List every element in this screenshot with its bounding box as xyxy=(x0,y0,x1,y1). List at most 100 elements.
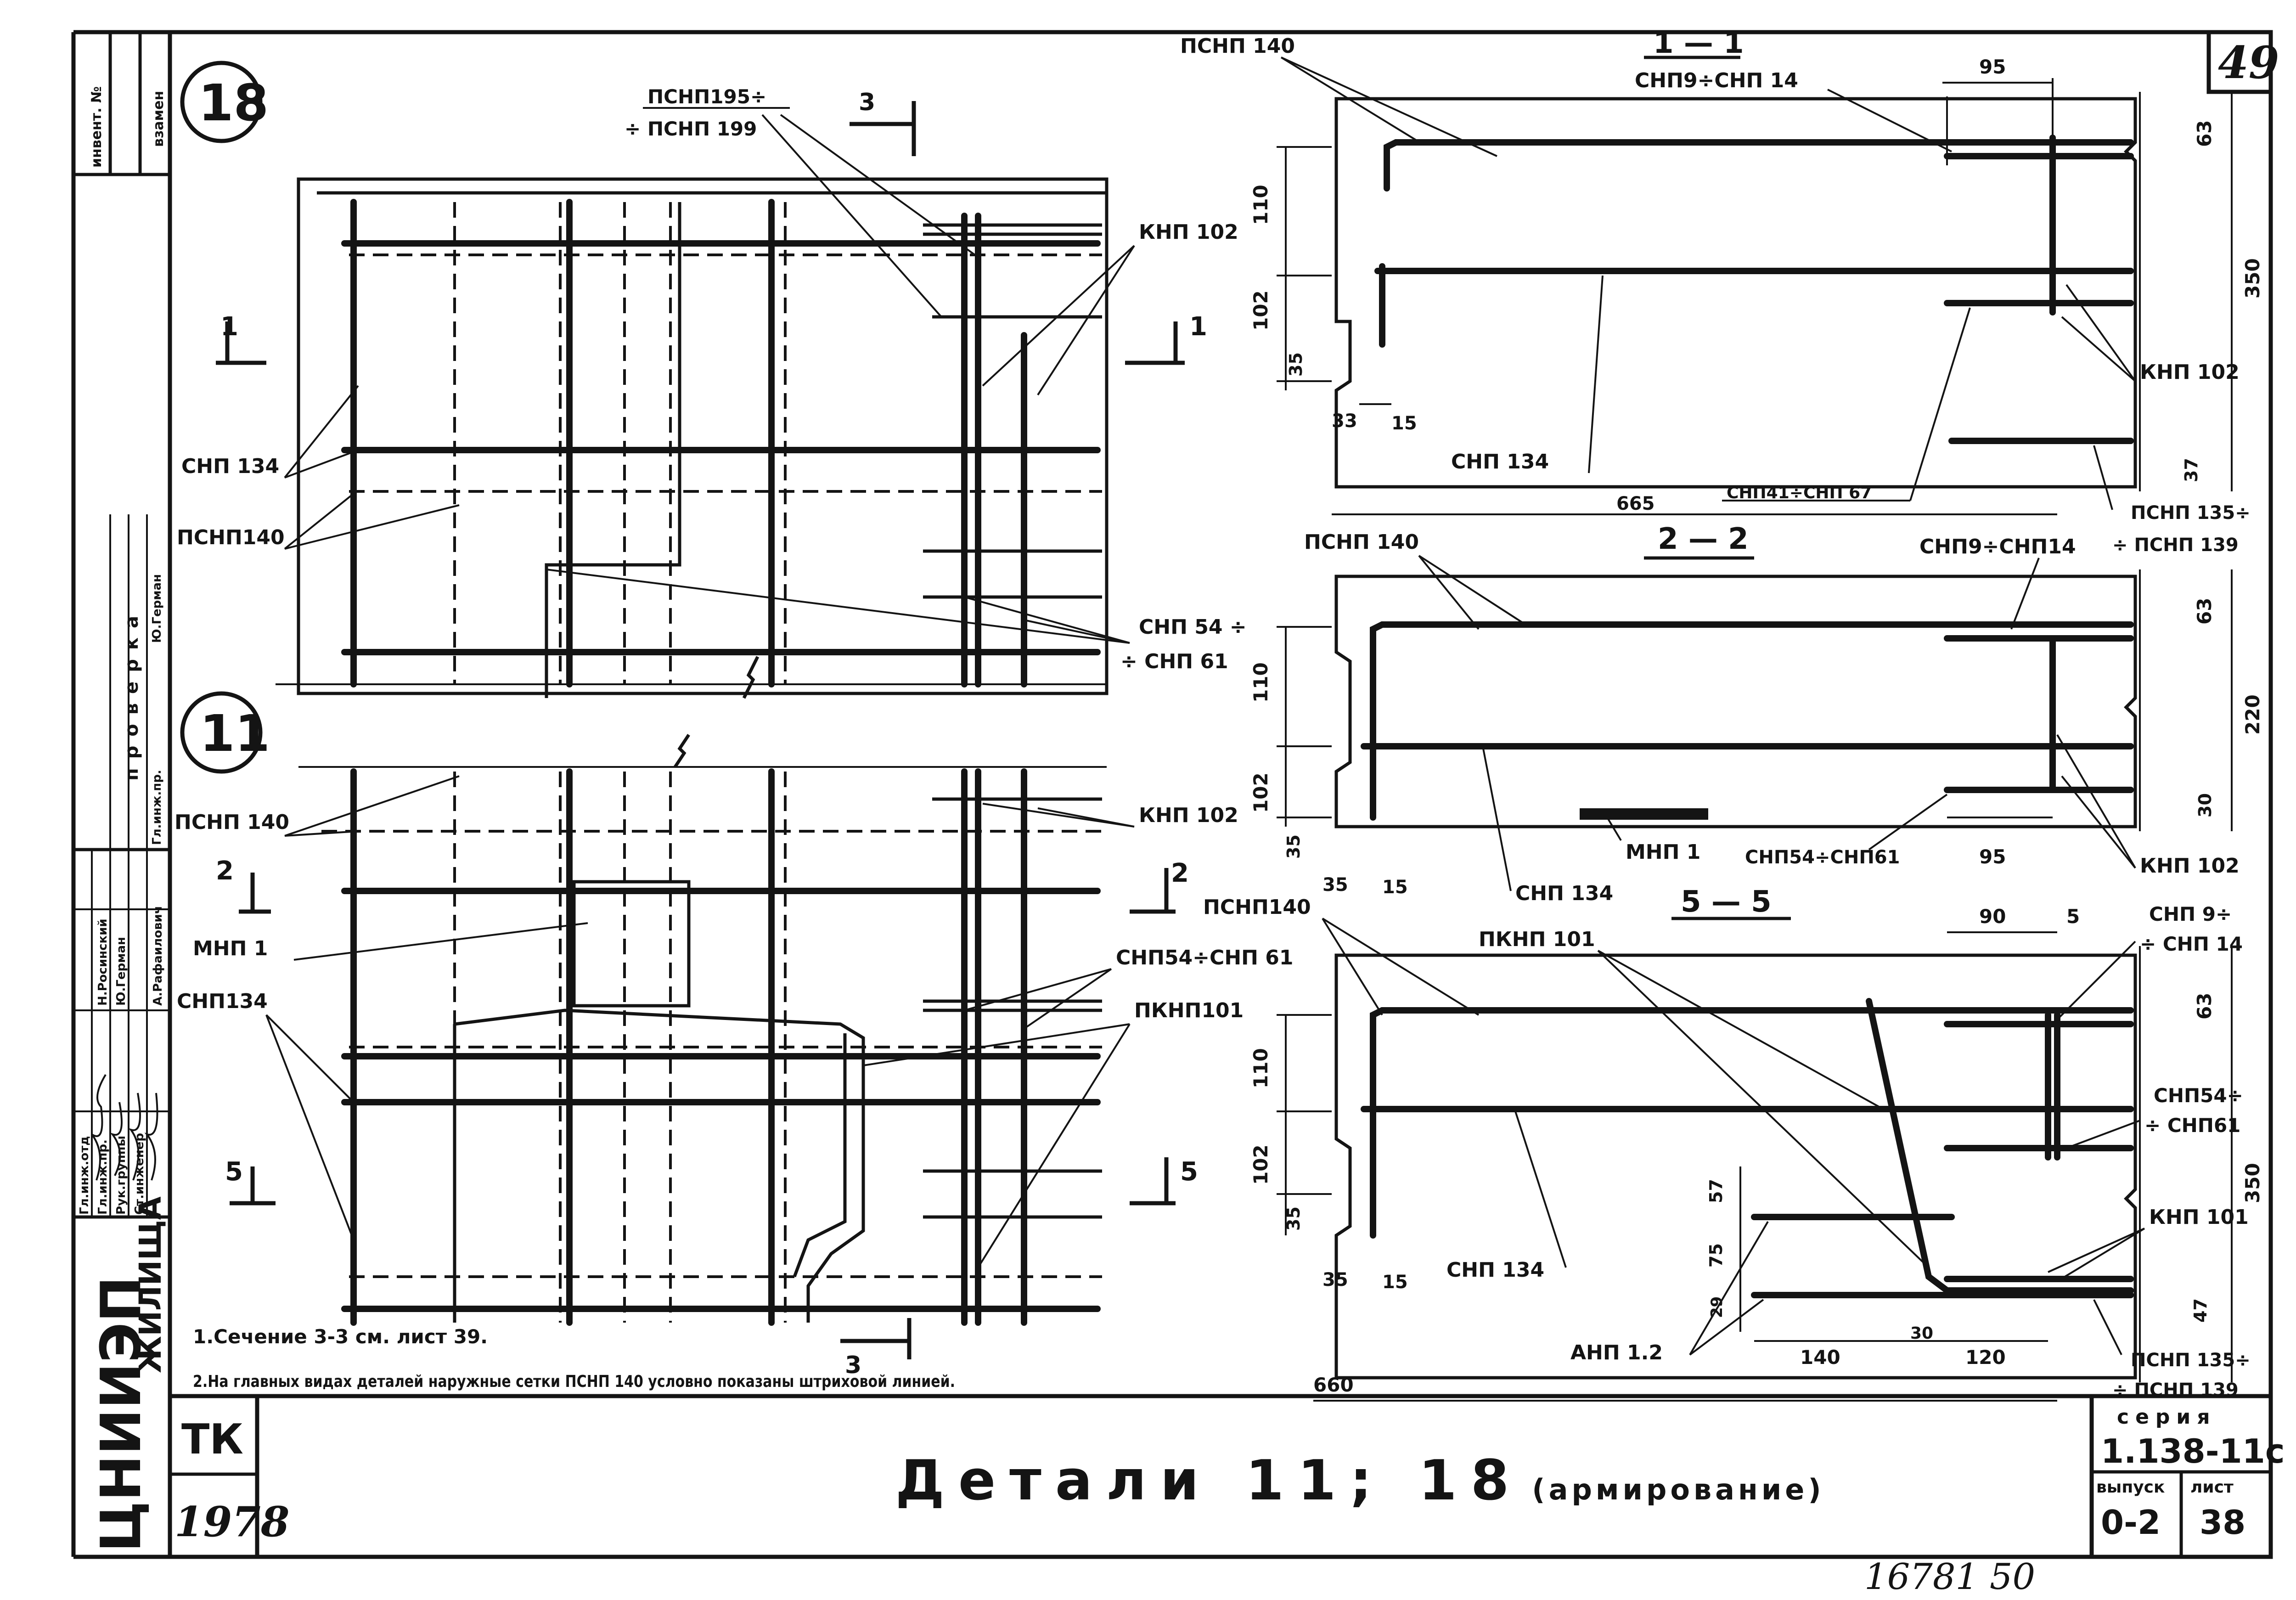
s11-dim-15: 15 xyxy=(1391,413,1417,434)
s55-dim-29: 29 xyxy=(1708,1296,1726,1318)
detail-18-number: 18 xyxy=(198,73,269,132)
s55-dim-47: 47 xyxy=(2190,1298,2211,1323)
list-label: лист xyxy=(2190,1478,2234,1497)
s55-dim-660: 660 xyxy=(1313,1374,1354,1396)
label-psnp195: ПСНП195÷ xyxy=(647,85,766,108)
s55-dim-35: 35 xyxy=(1283,1206,1304,1231)
label-snp134-b: СНП134 xyxy=(177,990,268,1013)
signature-3 xyxy=(128,1093,141,1181)
s55-dim-30: 30 xyxy=(1910,1324,1933,1343)
s11-label-knp102: КНП 102 xyxy=(2140,361,2240,384)
label-psnp140-a: ПСНП140 xyxy=(177,526,285,549)
s55-dim-110: 110 xyxy=(1249,1048,1272,1088)
section-5-left-label: 5 xyxy=(225,1157,243,1187)
s22-label-snp9-14: СНП9÷СНП14 xyxy=(1919,535,2076,558)
s55-title: 5 — 5 xyxy=(1681,885,1772,919)
s22-dim-220: 220 xyxy=(2241,694,2264,735)
stamp-role-1: Гл.инж.отд xyxy=(78,1136,91,1215)
detail-11-number: 11 xyxy=(200,704,270,763)
s55-dim-15: 15 xyxy=(1382,1272,1408,1293)
s22-label-snp134: СНП 134 xyxy=(1515,882,1613,905)
s11-dim-35: 35 xyxy=(1286,352,1306,377)
label-pknp101-a: ПКНП101 xyxy=(1134,999,1244,1022)
s11-dim-63: 63 xyxy=(2193,120,2216,147)
label-knp102-b: КНП 102 xyxy=(1139,804,1238,827)
s55-dim-102: 102 xyxy=(1249,1144,1272,1185)
org-sub: ЖИЛИЩА xyxy=(133,1196,168,1373)
s11-dim-95: 95 xyxy=(1979,56,2006,78)
title-code: ТК xyxy=(181,1415,243,1464)
side-stamp: инвент. № взамен проверка Гл.инж.пр. Ю.Г… xyxy=(73,32,170,1219)
s11-label-psnp139: ÷ ПСНП 139 xyxy=(2112,535,2239,556)
s22-label-mnp1: МНП 1 xyxy=(1626,840,1700,864)
signature-2 xyxy=(110,1102,123,1176)
s11-dim-665: 665 xyxy=(1616,493,1655,514)
s55-label-snp134: СНП 134 xyxy=(1446,1258,1544,1282)
s55-dim-5: 5 xyxy=(2066,905,2080,928)
detail-11-view: 11 ПСНП 140 КНП 102 2 xyxy=(174,691,1294,1391)
s22-label-snp54-61: СНП54÷СНП61 xyxy=(1745,847,1900,868)
s55-outline xyxy=(1334,953,2137,1380)
label-mnp1-a: МНП 1 xyxy=(193,937,268,960)
series-value: 1.138-11с xyxy=(2101,1432,2285,1470)
s11-label-snp9-14: СНП9÷СНП 14 xyxy=(1635,69,1798,92)
s55-label-knp101: КНП 101 xyxy=(2149,1206,2249,1229)
label-snp61-a: ÷ СНП 61 xyxy=(1120,650,1228,673)
s55-label-psnp139: ÷ ПСНП 139 xyxy=(2112,1380,2239,1401)
s55-dim-350: 350 xyxy=(2241,1163,2264,1203)
s55-dim-35b: 35 xyxy=(1322,1269,1348,1290)
s55-label-psnp140: ПСНП140 xyxy=(1203,896,1311,919)
issue-value: 0-2 xyxy=(2101,1503,2161,1542)
title-sub-text: (армирование) xyxy=(1532,1473,1824,1506)
s11-label-snp134: СНП 134 xyxy=(1451,450,1549,473)
s55-label-snp54: СНП54÷ xyxy=(2154,1084,2243,1107)
label-snp54-a: СНП 54 ÷ xyxy=(1139,615,1247,639)
section-5-5: 5 — 5 ПСНП140 ПКНП 101 СНП 9÷ ÷ СНП 14 С… xyxy=(1203,885,2264,1402)
s11-dim-33: 33 xyxy=(1332,411,1357,432)
stamp-check-name: Ю.Герман xyxy=(150,574,164,643)
detail-18-view: 18 ПСНП195÷ ÷ ПСНП 199 3 КНП xyxy=(177,61,1247,699)
section-2-right-label: 2 xyxy=(1171,858,1189,888)
s22-mnp1-plate xyxy=(1580,808,1708,820)
label-psnp199: ÷ ПСНП 199 xyxy=(625,118,757,140)
org-name: ЦНИИЭП xyxy=(90,1276,153,1552)
s55-dim-63: 63 xyxy=(2193,993,2216,1020)
title-main: Детали 11; 18(армирование) xyxy=(895,1449,1825,1513)
sheet-footer: 16781 50 xyxy=(1864,1556,2035,1598)
label-snp54-b: СНП54÷СНП 61 xyxy=(1116,946,1294,969)
stamp-inv-label: инвент. № xyxy=(89,86,105,168)
s22-title: 2 — 2 xyxy=(1658,522,1749,556)
s22-dim-63: 63 xyxy=(2193,598,2216,625)
section-1-1: 1 — 1 ПСНП 140 СНП9÷СНП 14 СНП 134 СНП41… xyxy=(1180,26,2264,556)
label-snp134-a: СНП 134 xyxy=(181,455,279,478)
s55-dim-90: 90 xyxy=(1979,905,2006,928)
s55-dim-57: 57 xyxy=(1706,1179,1726,1203)
s22-outline xyxy=(1334,575,2137,828)
detail-11-marker xyxy=(180,691,263,774)
s55-dim-120: 120 xyxy=(1965,1346,2006,1369)
issue-label: выпуск xyxy=(2096,1478,2165,1497)
s55-dim-140: 140 xyxy=(1800,1346,1840,1369)
list-value: 38 xyxy=(2200,1503,2245,1542)
s55-label-psnp135: ПСНП 135÷ xyxy=(2131,1350,2251,1371)
s55-label-anp12: АНП 1.2 xyxy=(1570,1341,1663,1364)
s22-dim-110: 110 xyxy=(1249,662,1272,703)
sheet-frame xyxy=(71,30,2273,1559)
s11-label-snp41-67: СНП41÷СНП 67 xyxy=(1727,484,1872,502)
stamp-name-2: Ю.Герман xyxy=(114,937,128,1006)
s11-label-psnp135: ПСНП 135÷ xyxy=(2131,502,2251,524)
stamp-check-header: проверка xyxy=(121,607,142,781)
signature-1 xyxy=(91,1074,107,1181)
stamp-name-4: А.Рафаилович xyxy=(151,906,165,1006)
section-3-bottom-label: 3 xyxy=(845,1352,861,1379)
sheet-number: 49 xyxy=(2218,37,2279,89)
s11-dim-350: 350 xyxy=(2241,258,2264,299)
label-knp102-a: КНП 102 xyxy=(1139,220,1238,244)
s11-outline xyxy=(1334,97,2137,489)
stamp-check-role: Гл.инж.пр. xyxy=(150,770,164,845)
detail-18-marker xyxy=(180,61,263,143)
stamp-vzamen-label: взамен xyxy=(151,91,167,147)
note-1: 1.Сечение 3-3 см. лист 39. xyxy=(193,1325,488,1348)
s11-dim-102: 102 xyxy=(1249,290,1272,331)
